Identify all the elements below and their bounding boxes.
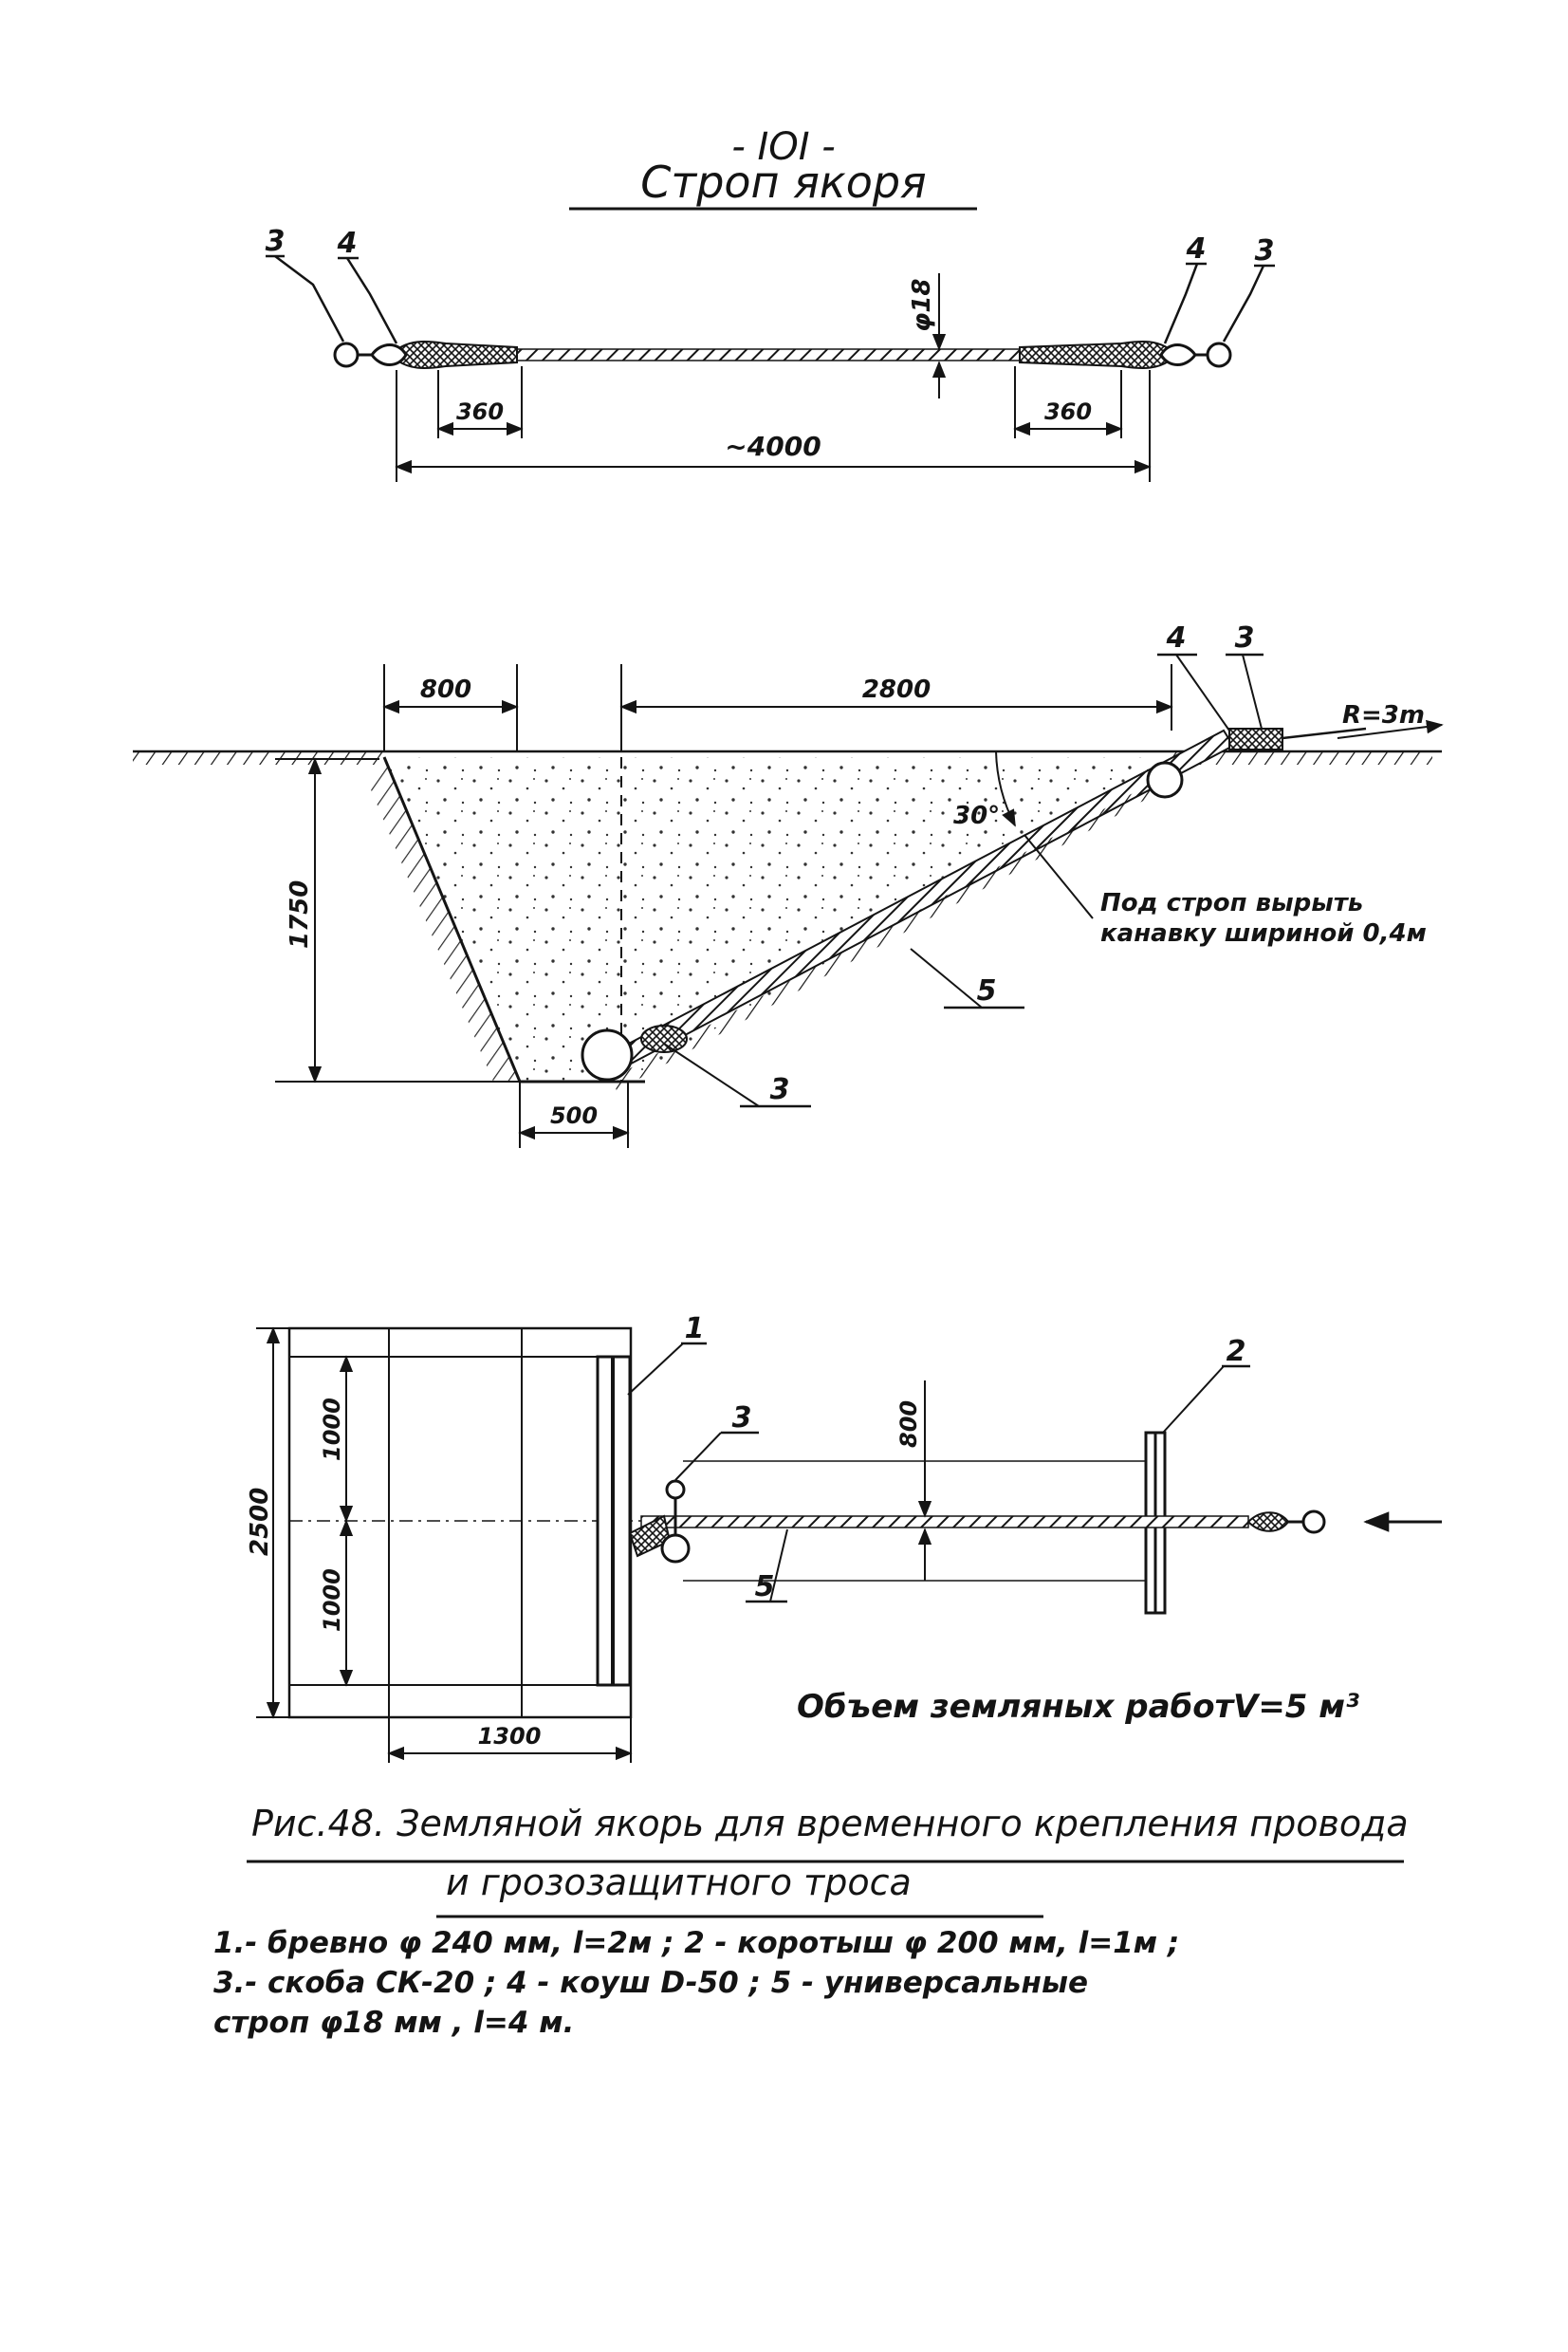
splice-right [1019, 340, 1178, 370]
splice-left [389, 340, 518, 370]
legend-line1: 1.- бревно φ 240 мм, l=2м ; 2 - коротыш … [213, 1926, 1180, 1960]
dim-top-width: 800 [420, 676, 471, 704]
dim-angle: 30° [953, 802, 1000, 830]
sling-view: 3 4 4 3 φ18 360 360 ~4000 [266, 225, 1275, 482]
plan-view: 2500 1000 1000 1300 800 1 2 3 5 [246, 1312, 1442, 1763]
label-shackle-bottom: 3 [770, 1073, 790, 1106]
pit-wall-hatch [370, 757, 520, 1082]
legend-line2: 3.- скоба СК-20 ; 4 - коуш D-50 ; 5 - ун… [213, 1966, 1089, 2000]
thimble-plan [1246, 1511, 1290, 1532]
dim-splice-right: 360 [1044, 398, 1092, 425]
trench-note-line2: канавку шириной 0,4м [1100, 919, 1427, 948]
pit-backfill-left [384, 757, 621, 1082]
dim-splice-left: 360 [456, 398, 504, 425]
dim-total-width: 2500 [246, 1488, 274, 1556]
ground-right [1171, 751, 1432, 765]
dim-depth: 1750 [286, 880, 314, 949]
legend-line3: строп φ18 мм , l=4 м. [213, 2006, 575, 2040]
section-view: 30° 800 2800 1750 500 4 3 R=3m 5 3 [133, 621, 1444, 1148]
label-thimble-right: 4 [1186, 232, 1207, 266]
log-end-section [581, 1028, 634, 1082]
pit-plan-outline [287, 1326, 633, 1719]
dim-total-length: ~4000 [725, 431, 821, 462]
dim-length: 1300 [478, 1723, 542, 1750]
sling-rope [511, 348, 1025, 361]
label-radius: R=3m [1342, 701, 1425, 730]
label-thimble-left: 4 [337, 227, 358, 260]
dim-bottom-width: 500 [550, 1102, 598, 1129]
earthwork-value: V=5 м³ [1233, 1688, 1359, 1726]
dim-lower-half: 1000 [319, 1568, 345, 1632]
label-shackle-right: 3 [1255, 234, 1275, 268]
label-shackle-plan: 3 [732, 1401, 752, 1435]
figure-caption-line2: и грозозащитного троса [446, 1861, 912, 1903]
shackle-right [1206, 342, 1232, 368]
page-title: Строп якоря [640, 157, 926, 208]
thimble-left [370, 343, 408, 366]
dim-offset: 800 [895, 1400, 922, 1448]
shackle-left [333, 342, 360, 368]
label-thimble: 4 [1166, 621, 1187, 655]
dim-horizontal-run: 2800 [862, 676, 931, 704]
label-log: 1 [685, 1312, 705, 1345]
earthwork-label: Объем земляных работ [797, 1688, 1236, 1726]
label-shackle-top: 3 [1235, 621, 1255, 655]
shackle-plan [660, 1533, 691, 1564]
trench-note-line1: Под строп вырыть [1100, 889, 1363, 917]
page-number: - IOI - [731, 125, 835, 169]
top-thimble [1228, 728, 1283, 750]
bottom-shackle [640, 1025, 688, 1053]
short-log-section [1146, 761, 1184, 799]
label-shackle-left: 3 [266, 225, 286, 258]
label-short-log: 2 [1227, 1335, 1246, 1368]
label-sling: 5 [977, 974, 997, 1008]
trench-hatch [613, 770, 1174, 1091]
thimble-right [1159, 343, 1197, 366]
sling-plan [640, 1515, 1249, 1528]
dim-upper-half: 1000 [319, 1398, 345, 1461]
label-sling-plan: 5 [755, 1570, 775, 1603]
figure-caption-line1: Рис.48. Земляной якорь для временного кр… [251, 1803, 1409, 1844]
dim-diameter: φ18 [908, 278, 936, 332]
